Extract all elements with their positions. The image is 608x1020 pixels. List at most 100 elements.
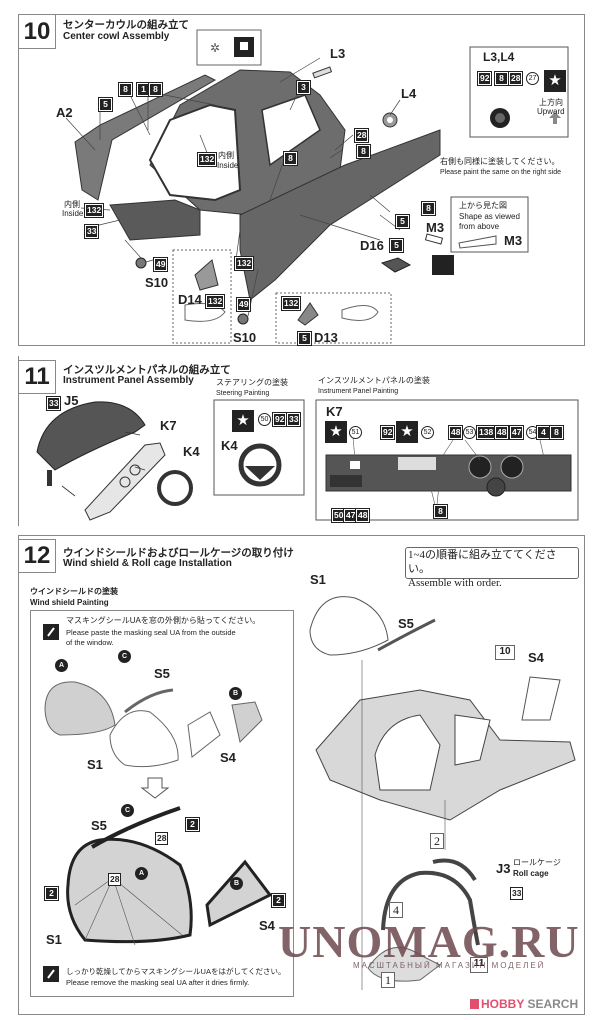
step12-title-en: Wind shield & Roll cage Installation <box>63 558 232 569</box>
order-note-en: Assemble with order. <box>408 577 502 589</box>
color-chip: 48 <box>447 425 464 440</box>
logo-text-c: SEARCH <box>524 997 579 1011</box>
label-S4-bottom: S4 <box>259 918 275 933</box>
star-icon: ★ <box>232 410 254 432</box>
color-circle: 51 <box>349 426 362 439</box>
step11-title-en: Instrument Panel Assembly <box>63 375 194 386</box>
color-chip: 132 <box>280 296 302 311</box>
color-chip: 28 <box>108 873 122 886</box>
label-S5-bottom: S5 <box>91 818 107 833</box>
note2-jp: しっかり乾燥してからマスキングシールUAをはがしてください。 <box>66 967 286 976</box>
color-chip: 28 <box>353 128 370 143</box>
steering-part: K4 <box>221 438 238 453</box>
note1-en-1: Please paste the masking seal UA from th… <box>66 628 236 637</box>
color-chip: 132 <box>83 203 105 218</box>
shape-box-en-2: from above <box>459 222 500 231</box>
label-S1-right: S1 <box>310 572 326 587</box>
l3l4-title: L3,L4 <box>483 50 515 64</box>
upward-jp: 上方向 <box>539 98 563 107</box>
logo-text-b: BBY <box>499 997 525 1011</box>
label-S1-top: S1 <box>87 757 103 772</box>
label-K7: K7 <box>160 418 177 433</box>
color-chip: 92 <box>379 425 396 440</box>
color-circle: 52 <box>421 426 434 439</box>
seal-marker-b: B <box>230 877 243 890</box>
color-chip: 8 <box>148 82 163 97</box>
color-chip: 2 <box>44 886 59 901</box>
step10-title-en: Center cowl Assembly <box>63 31 170 42</box>
color-chip: 132 <box>204 294 226 309</box>
color-chip: 28 <box>155 832 169 845</box>
label-S4-top: S4 <box>220 750 236 765</box>
color-chip: 49 <box>235 297 252 312</box>
label-S1-bottom: S1 <box>46 932 62 947</box>
inside-jp-left: 内側 <box>64 200 80 209</box>
label-K4: K4 <box>183 444 200 459</box>
ref-step-11: 11 <box>470 957 488 973</box>
right-side-note-en: Please paint the same on the right side <box>440 169 562 176</box>
color-chip: 92 <box>271 412 288 427</box>
color-chip: 49 <box>152 257 169 272</box>
step12-number: 12 <box>18 539 56 573</box>
inside-en-left: Inside <box>62 209 84 218</box>
color-chip: 5 <box>98 97 113 112</box>
label-D16: D16 <box>360 238 384 253</box>
color-chip: 3 <box>296 80 311 95</box>
color-chip: 33 <box>83 224 100 239</box>
color-circle: 53 <box>463 426 476 439</box>
color-chip: 8 <box>433 504 448 519</box>
color-circle: 27 <box>526 72 539 85</box>
panel-title-en: Instrument Panel Painting <box>318 388 399 395</box>
color-chip: 8 <box>283 151 298 166</box>
color-chip: 5 <box>297 331 312 346</box>
color-chip: 8 <box>118 82 133 97</box>
note1-en-2: of the window. <box>66 638 114 647</box>
label-L4: L4 <box>401 86 417 101</box>
shape-box-jp: 上から見た図 <box>459 201 507 210</box>
step11-frame <box>18 356 584 526</box>
hobby-search-logo: HOBBY SEARCH <box>470 997 578 1011</box>
logo-text-a: HO <box>481 997 499 1011</box>
color-chip: 33 <box>510 887 524 900</box>
note1-jp: マスキングシールUAを窓の外側から貼ってください。 <box>66 616 261 625</box>
center-cowl-illustration: ✲ <box>65 29 569 344</box>
order-mark-2: 2 <box>430 833 444 849</box>
color-chip: 1 <box>136 82 151 97</box>
ref-step-10: 10 <box>495 645 515 660</box>
star-icon: ★ <box>325 421 347 443</box>
seal-marker-b: B <box>229 687 242 700</box>
color-chip: 48 <box>354 508 371 523</box>
step10-title-jp: センターカウルの組み立て <box>63 19 189 31</box>
color-chip: 132 <box>196 152 218 167</box>
color-chip: 33 <box>45 396 62 411</box>
color-chip: 5 <box>395 214 410 229</box>
color-chip: 92 <box>476 71 493 86</box>
step12-frame <box>18 535 585 1015</box>
label-L3: L3 <box>330 46 346 61</box>
step12-title-jp: ウインドシールドおよびロールケージの取り付け <box>63 547 294 559</box>
color-chip: 138 <box>475 425 497 440</box>
label-S10-left: S10 <box>145 275 169 290</box>
logo-mark-icon <box>470 999 479 1009</box>
color-chip: 2 <box>185 817 200 832</box>
seal-marker-a: A <box>135 867 148 880</box>
label-S5-top: S5 <box>154 666 170 681</box>
ws-title-en: Wind shield Painting <box>30 598 109 607</box>
seal-marker-c: C <box>118 650 131 663</box>
order-mark-1: 1 <box>381 972 395 988</box>
rollcage-en: Roll cage <box>513 869 549 878</box>
upward-en: Upward <box>537 107 565 116</box>
color-chip: 132 <box>233 256 255 271</box>
color-chip: 33 <box>285 412 302 427</box>
color-chip: 48 <box>493 425 510 440</box>
step11-title-jp: インスツルメントパネルの組み立て <box>63 364 231 376</box>
label-A2: A2 <box>56 105 73 120</box>
color-chip: 8 <box>356 144 371 159</box>
ws-title-jp: ウインドシールドの塗装 <box>30 587 118 596</box>
color-chip: 2 <box>271 893 286 908</box>
color-chip: 8 <box>549 425 564 440</box>
order-mark-4: 4 <box>389 902 403 918</box>
color-circle: 50 <box>258 413 271 426</box>
label-S5-right: S5 <box>398 616 414 631</box>
panel-part: K7 <box>326 404 343 419</box>
